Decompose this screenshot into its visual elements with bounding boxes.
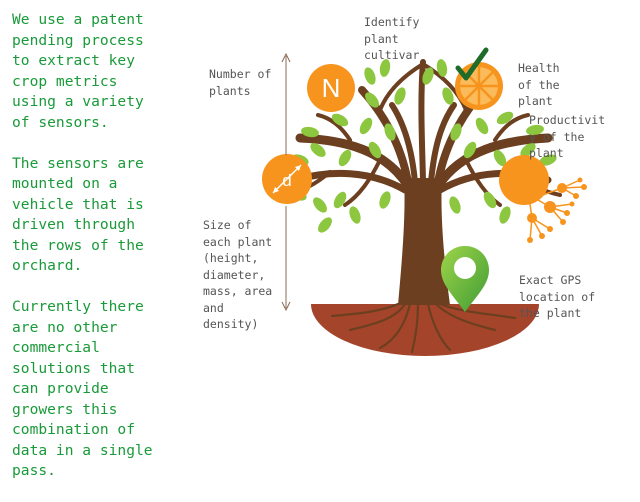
gps-pin-icon [441, 246, 489, 312]
checkmark-icon [455, 47, 489, 81]
number-of-plants-icon: N [307, 64, 355, 112]
label-number-of-plants: Number of plants [209, 67, 272, 98]
label-size-of-plant: Size of each plant (height, diameter, ma… [203, 218, 273, 331]
intro-text: We use a patent pending process to extra… [12, 10, 194, 502]
intro-paragraph-3: Currently there are no other commercial … [12, 298, 153, 479]
label-identify-cultivar: Identify plant cultivar [364, 15, 420, 62]
label-health: Health of the plant [518, 61, 560, 108]
tree-leaves [289, 59, 557, 233]
height-dimension-line [281, 52, 291, 312]
soil [311, 302, 539, 356]
tree-trunk [398, 178, 450, 305]
productivity-icon [499, 155, 587, 243]
label-productivity: Productivit y of the plant [529, 113, 606, 160]
n-letter: N [322, 73, 341, 103]
tree-diagram: N d [262, 47, 587, 356]
intro-paragraph-1: We use a patent pending process to extra… [12, 11, 144, 131]
intro-paragraph-2: The sensors are mounted on a vehicle tha… [12, 154, 144, 275]
label-gps-location: Exact GPS location of the plant [519, 273, 596, 320]
health-icon [455, 47, 503, 110]
d-letter: d [282, 171, 291, 190]
size-of-plant-icon: d [262, 154, 312, 204]
